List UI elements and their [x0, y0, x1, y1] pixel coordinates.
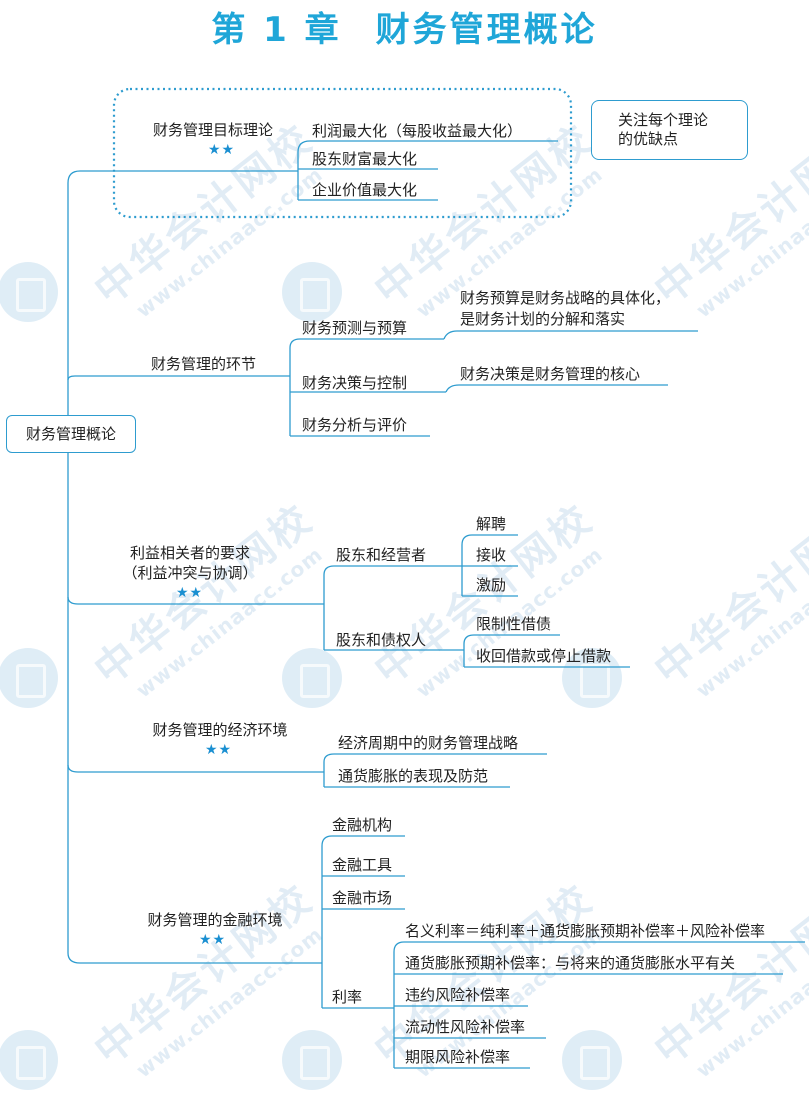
goal-theory-label: 财务管理目标理论 [153, 121, 274, 139]
rate-item: 违约风险补偿率 [405, 986, 511, 1004]
goal-item: 企业价值最大化 [312, 181, 418, 199]
star-icon: ★★ [205, 742, 233, 758]
watermark-logo [562, 1030, 622, 1090]
links-note: 财务预算是财务战略的具体化， [460, 289, 671, 307]
links-note: 财务决策是财务管理的核心 [460, 365, 641, 383]
econ-item: 经济周期中的财务管理战略 [338, 734, 519, 752]
chapter-title: 第 1 章财务管理概论 [211, 10, 598, 50]
rate-item: 名义利率＝纯利率＋通货膨胀预期补偿率＋风险补偿率 [405, 922, 766, 940]
watermark-logo [282, 262, 342, 322]
stake-item: 限制性借债 [476, 615, 552, 633]
watermark-logo [0, 1030, 58, 1090]
watermark-logo [282, 648, 342, 708]
rate-item: 通货膨胀预期补偿率：与将来的通货膨胀水平有关 [405, 954, 736, 972]
watermark-logo [282, 1030, 342, 1090]
links-note: 是财务计划的分解和落实 [460, 310, 626, 328]
fin-label: 财务管理的金融环境 [147, 911, 283, 929]
note-callout: 关注每个理论 的优缺点 [591, 100, 748, 160]
links-label: 财务管理的环节 [151, 355, 257, 373]
fin-item: 金融工具 [332, 856, 393, 874]
stake-sub: 股东和经营者 [336, 546, 427, 564]
links-item: 财务分析与评价 [302, 416, 408, 434]
links-item: 财务决策与控制 [302, 374, 408, 392]
star-icon: ★★ [208, 142, 236, 158]
fin-item: 金融市场 [332, 889, 393, 907]
stake-sub: 股东和债权人 [336, 631, 427, 649]
root-node: 财务管理概论 [6, 415, 136, 453]
econ-item: 通货膨胀的表现及防范 [338, 767, 489, 785]
rate-item: 流动性风险补偿率 [405, 1018, 526, 1036]
stake-item: 收回借款或停止借款 [476, 647, 612, 665]
econ-label: 财务管理的经济环境 [152, 721, 288, 739]
watermark-logo [0, 648, 58, 708]
links-item: 财务预测与预算 [302, 319, 408, 337]
fin-item: 金融机构 [332, 816, 393, 834]
stakeholder-label: 利益相关者的要求 [129, 544, 250, 562]
rate-item: 期限风险补偿率 [405, 1048, 511, 1066]
star-icon: ★★ [199, 932, 227, 948]
watermark-logo [0, 262, 58, 322]
goal-item: 股东财富最大化 [312, 150, 418, 168]
goal-item: 利润最大化（每股收益最大化） [312, 122, 523, 140]
watermark-logo [562, 648, 622, 708]
stake-item: 激励 [476, 576, 507, 594]
fin-item: 利率 [332, 988, 363, 1006]
stake-item: 接收 [476, 546, 507, 564]
stakeholder-sublabel: （利益冲突与协调） [122, 564, 258, 582]
stake-item: 解聘 [476, 515, 507, 533]
star-icon: ★★ [176, 585, 204, 601]
